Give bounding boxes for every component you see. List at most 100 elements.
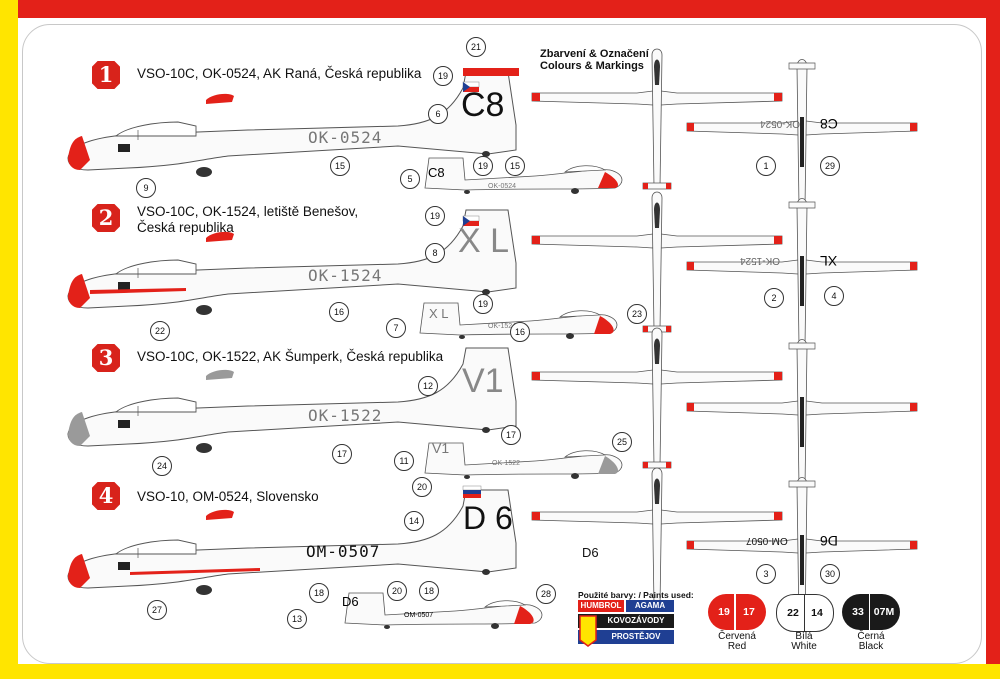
- v3-tail-code: V1: [462, 362, 504, 400]
- v3-side-view: [67, 347, 517, 454]
- v1-bottom-reg: OK-0524: [760, 118, 801, 129]
- variant-4-badge: 4: [92, 482, 120, 510]
- callout-14: 14: [404, 511, 424, 531]
- v1-small-side: [424, 157, 623, 195]
- variant-2-title-line2: Česká republika: [137, 220, 234, 235]
- v2-tail-code: X L: [458, 222, 510, 260]
- variant-1-badge: 1: [92, 61, 120, 89]
- humbrol-block: [578, 600, 624, 612]
- callout-3: 3: [756, 564, 776, 584]
- v1-tail-code: C8: [461, 86, 505, 124]
- v1-small-code: C8: [428, 165, 445, 180]
- variant-2-title: VSO-10C, OK-1524, letiště Benešov,: [137, 204, 359, 219]
- callout-23: 23: [627, 304, 647, 324]
- yellow-border-left: [0, 0, 18, 679]
- variant-3-badge: 3: [92, 344, 120, 372]
- paints-title: Použité barvy: / Paints used:: [578, 590, 694, 600]
- v2-small-side: [419, 302, 618, 340]
- v4-small-code: D6: [342, 594, 359, 609]
- callout-2: 2: [764, 288, 784, 308]
- v2-small-reg: OK-1524: [488, 323, 517, 330]
- v2-bottom-code: XL: [820, 253, 838, 269]
- callout-16: 16: [329, 302, 349, 322]
- v1-bottom-code: C8: [820, 116, 838, 132]
- v2-side-view: [67, 209, 517, 316]
- callout-25: 25: [612, 432, 632, 452]
- v2-bottom-view: [686, 198, 918, 347]
- red-border-right: [986, 0, 1000, 679]
- paint-red-label-en: Red: [727, 641, 747, 652]
- free-decal-label: D6: [582, 545, 599, 560]
- callout-5: 5: [400, 169, 420, 189]
- paint-black-label-cz: Černá: [857, 631, 885, 642]
- callout-9: 9: [136, 178, 156, 198]
- brand-kovozavody: KOVOZÁVODY: [607, 616, 665, 625]
- slovak-flag: [462, 485, 482, 498]
- agama-block: [626, 600, 674, 612]
- variant-1-title: VSO-10C, OK-0524, AK Raná, Česká republi…: [137, 66, 422, 81]
- callout-16b: 16: [510, 322, 530, 342]
- v4-bottom-reg: OM-0507: [746, 535, 788, 546]
- v1-registration: OK-0524: [308, 128, 383, 147]
- callout-28: 28: [536, 584, 556, 604]
- v3-registration: OK-1522: [308, 406, 383, 425]
- paint-white-swatch: 22 14: [776, 594, 834, 632]
- v3-small-reg: OK-1522: [492, 460, 521, 467]
- colours-header-en: Colours & Markings: [540, 60, 644, 72]
- callout-15: 15: [330, 156, 350, 176]
- v4-top-view: [531, 467, 783, 609]
- variant-2-badge: 2: [92, 204, 120, 232]
- v1-top-view: [531, 48, 783, 190]
- czech-flag-2: [462, 215, 480, 226]
- v4-registration: OM-0507: [306, 542, 381, 561]
- brand-prostejov: PROSTĚJOV: [611, 632, 661, 641]
- v4-side-view: [67, 489, 517, 596]
- callout-20: 20: [412, 477, 432, 497]
- callout-7: 7: [386, 318, 406, 338]
- paint-red-swatch: 19 17: [708, 594, 766, 630]
- callout-4: 4: [824, 286, 844, 306]
- callout-21: 21: [466, 37, 486, 57]
- paint-white-label-en: White: [791, 641, 817, 652]
- kovozavody-block: [578, 614, 674, 628]
- callout-18: 18: [309, 583, 329, 603]
- callout-30: 30: [820, 564, 840, 584]
- brand-humbrol: HUMBROL: [580, 601, 622, 610]
- red-border-top: [0, 0, 1000, 18]
- callout-18b: 18: [419, 581, 439, 601]
- callout-1: 1: [756, 156, 776, 176]
- v3-top-view: [531, 327, 783, 469]
- callout-19: 19: [433, 66, 453, 86]
- kovozavody-logo: [579, 615, 597, 647]
- v3-bottom-view: [686, 339, 918, 488]
- v2-registration: OK-1524: [308, 266, 383, 285]
- callout-11: 11: [394, 451, 414, 471]
- callout-12: 12: [418, 376, 438, 396]
- prostejov-block: [578, 630, 674, 644]
- v3-small-code: V1: [432, 440, 450, 456]
- callout-20b: 20: [387, 581, 407, 601]
- callout-17: 17: [332, 444, 352, 464]
- paint-black-swatch: 33 07M: [842, 594, 900, 630]
- callout-13: 13: [287, 609, 307, 629]
- v1-bottom-view: [686, 59, 918, 208]
- variant-3-title: VSO-10C, OK-1522, AK Šumperk, Česká repu…: [137, 349, 444, 364]
- czech-flag-1: [462, 81, 480, 92]
- callout-19b: 19: [473, 156, 493, 176]
- v4-small-reg: OM-0507: [404, 612, 434, 619]
- callout-27: 27: [147, 600, 167, 620]
- callout-17b: 17: [501, 425, 521, 445]
- v2-small-code: X L: [429, 306, 449, 321]
- paint-white-label-cz: Bílá: [795, 631, 813, 642]
- brand-agama: AGAMA: [634, 601, 666, 610]
- v2-bottom-reg: OK-1524: [740, 255, 781, 266]
- callout-15b: 15: [505, 156, 525, 176]
- paint-black-label-en: Black: [858, 641, 884, 652]
- callout-22: 22: [150, 321, 170, 341]
- v1-side-view: [67, 68, 519, 178]
- callout-19d: 19: [473, 294, 493, 314]
- v4-tail-code: D 6: [463, 500, 513, 536]
- v4-bottom-code: D6: [820, 533, 838, 549]
